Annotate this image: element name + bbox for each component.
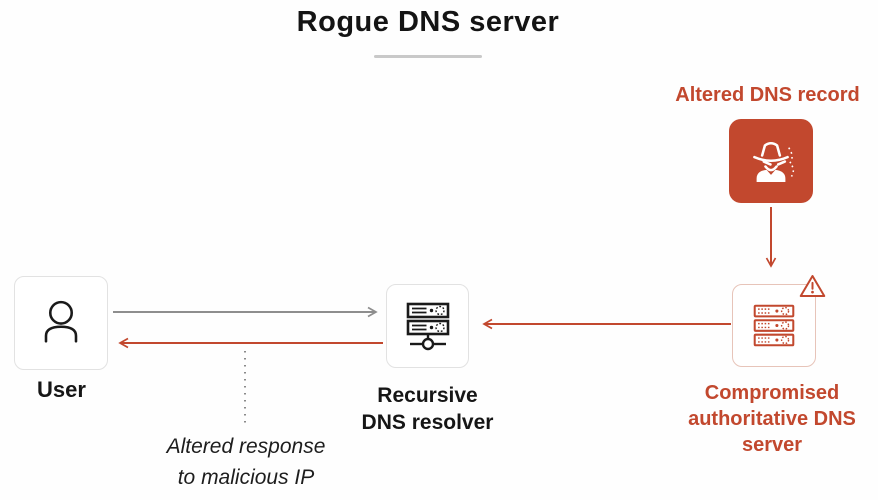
altered-response-annotation: Altered response to malicious IP — [166, 435, 326, 489]
user-label: User — [37, 377, 86, 402]
server-stack-icon — [753, 304, 795, 346]
page-title: Rogue DNS server — [296, 6, 560, 38]
resolver-label: Recursive DNS resolver — [361, 384, 494, 434]
title-underline — [374, 55, 482, 58]
person-icon — [44, 300, 78, 343]
compromised-server-node — [732, 284, 816, 367]
compromised-server-label: Compromised authoritative DNS server — [688, 382, 856, 456]
server-network-icon — [406, 302, 449, 351]
resolver-node — [386, 284, 469, 368]
warning-triangle-icon — [799, 275, 826, 297]
attacker-node — [729, 119, 813, 203]
attacker-label: Altered DNS record — [675, 84, 860, 106]
user-node — [14, 276, 108, 370]
hacker-spy-icon — [753, 141, 795, 183]
